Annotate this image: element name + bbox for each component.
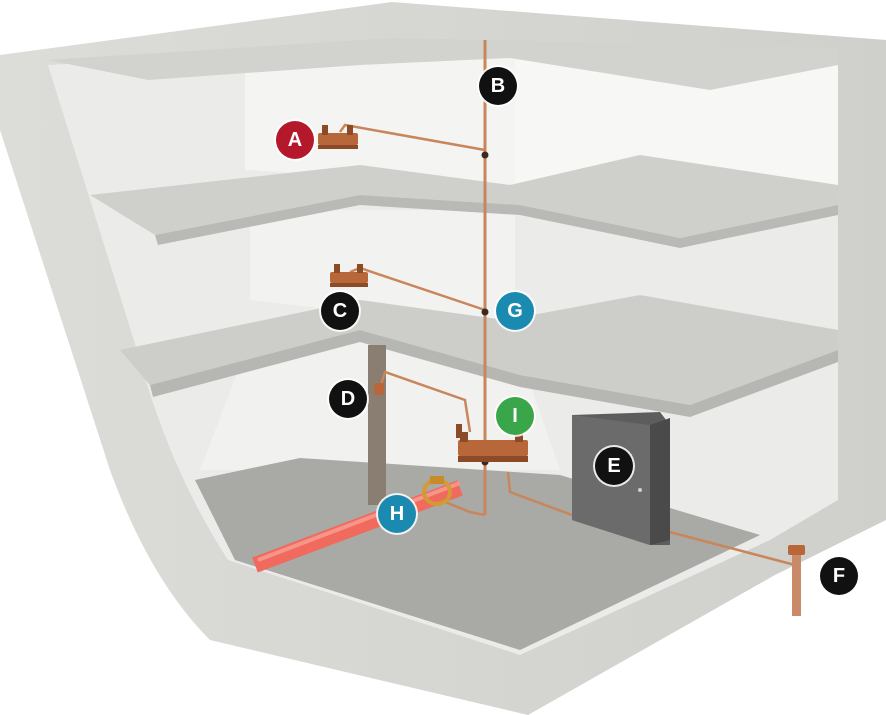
junction-upper xyxy=(482,152,489,159)
label-badge-e: E xyxy=(595,447,633,485)
junction-middle xyxy=(482,309,489,316)
label-badge-f: F xyxy=(820,557,858,595)
label-badge-c: C xyxy=(321,292,359,330)
column-clamp-d xyxy=(374,383,384,395)
support-column xyxy=(368,345,386,505)
label-badge-a: A xyxy=(276,121,314,159)
label-badge-h: H xyxy=(378,495,416,533)
label-badge-g: G xyxy=(496,292,534,330)
label-badge-d: D xyxy=(329,380,367,418)
label-badge-b: B xyxy=(479,67,517,105)
back-wall-upper xyxy=(245,55,515,185)
label-badge-i: I xyxy=(496,397,534,435)
